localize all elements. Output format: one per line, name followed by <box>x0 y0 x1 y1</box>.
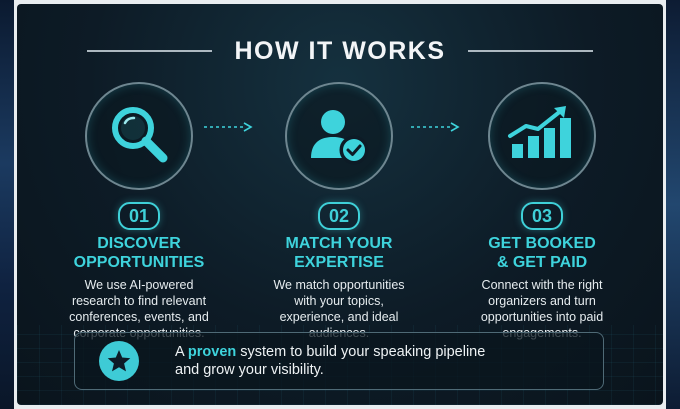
banner-text-pre: A <box>175 344 188 360</box>
banner-text-post: system to build your speaking pipeline <box>236 344 486 360</box>
magnifying-glass-icon <box>112 107 168 163</box>
banner-icon-circle <box>99 341 139 381</box>
step-description-line: organizers and turn <box>488 294 596 308</box>
step-heading: MATCH YOUR EXPERTISE <box>239 234 439 272</box>
step-description-line: Connect with the right <box>481 278 603 292</box>
step-description-line: experience, and ideal <box>279 310 399 324</box>
step-heading-line: & GET PAID <box>496 254 588 271</box>
step-heading-line: MATCH YOUR <box>285 235 393 252</box>
step-heading-line: OPPORTUNITIES <box>73 254 205 271</box>
banner-text: A proven system to build your speaking p… <box>175 343 595 379</box>
right-background-strip <box>666 0 680 409</box>
growth-chart-icon <box>508 106 571 158</box>
step-heading: GET BOOKED & GET PAID <box>442 234 642 272</box>
step-number-badge: 03 <box>521 202 563 230</box>
title-divider-right <box>467 50 593 52</box>
step-description: We use AI-powered research to find relev… <box>39 277 239 341</box>
step-icon-circle <box>285 82 393 190</box>
value-proposition-banner: A proven system to build your speaking p… <box>74 332 604 390</box>
dashed-arrow-icon <box>204 122 253 132</box>
title-divider-left <box>87 50 213 52</box>
step-description-line: opportunities into paid <box>480 310 604 324</box>
step-card-discover: 01 DISCOVER OPPORTUNITIES We use AI-powe… <box>39 82 239 341</box>
step-heading: DISCOVER OPPORTUNITIES <box>39 234 239 272</box>
step-heading-line: EXPERTISE <box>294 254 384 271</box>
step-description-line: We match opportunities <box>273 278 405 292</box>
step-heading-line: DISCOVER <box>97 235 181 252</box>
star-icon <box>107 350 131 372</box>
step-icon-circle <box>488 82 596 190</box>
step-card-booked: 03 GET BOOKED & GET PAID Connect with th… <box>442 82 642 341</box>
step-description-line: with your topics, <box>294 294 384 308</box>
left-background-strip <box>0 0 14 409</box>
step-description-line: We use AI-powered <box>84 278 194 292</box>
step-heading-line: GET BOOKED <box>488 235 596 252</box>
step-number-badge: 02 <box>318 202 360 230</box>
dashed-arrow-icon <box>411 122 460 132</box>
banner-highlight-word: proven <box>187 344 237 360</box>
title-row: HOW IT WORKS <box>17 36 663 66</box>
user-check-icon <box>311 110 369 165</box>
step-icon-circle <box>85 82 193 190</box>
page-title: HOW IT WORKS <box>234 36 446 65</box>
banner-text-line-2: and grow your visibility. <box>175 362 324 378</box>
step-number-badge: 01 <box>118 202 160 230</box>
banner-text-line: A proven system to build your speaking p… <box>175 343 595 361</box>
how-it-works-poster: HOW IT WORKS 01 DISCOVER OPPORTUNITIES W… <box>17 4 663 405</box>
step-description-line: conferences, events, and <box>69 310 209 324</box>
step-description-line: research to find relevant <box>71 294 207 308</box>
step-card-match: 02 MATCH YOUR EXPERTISE We match opportu… <box>239 82 439 341</box>
